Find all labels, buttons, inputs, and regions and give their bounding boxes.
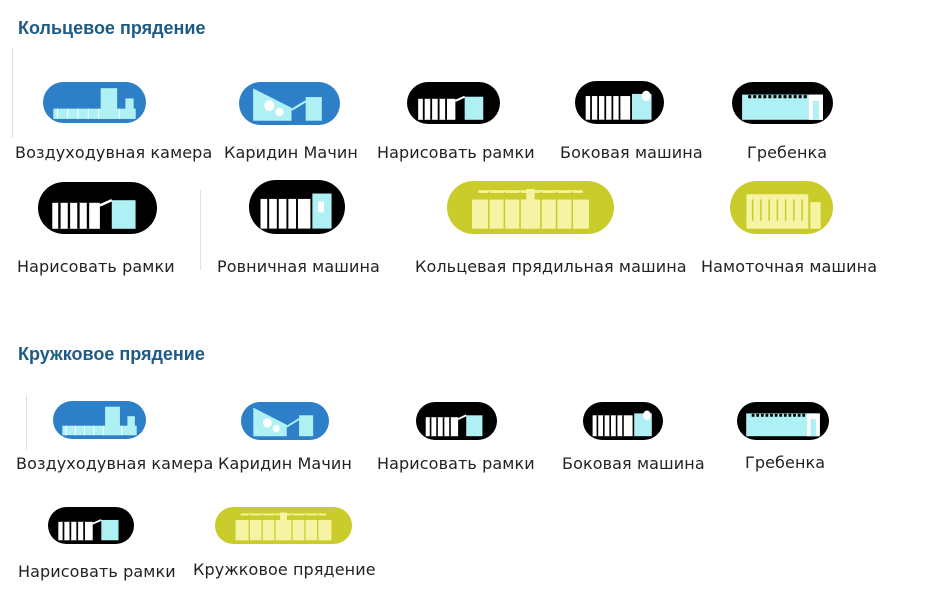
machine-label: Нарисовать рамки: [18, 562, 176, 581]
draw-frame-icon: [416, 402, 497, 440]
machine-label: Ровничная машина: [217, 257, 380, 276]
draw-frame-icon: [407, 82, 500, 124]
lap-machine-icon: [583, 402, 663, 440]
machine-label: Воздуходувная камера: [15, 143, 213, 162]
machine-label: Кружковое прядение: [193, 560, 376, 579]
comber-icon: [732, 82, 833, 124]
machine-label: Воздуходувная камера: [16, 454, 214, 473]
machine-label: Боковая машина: [560, 143, 703, 162]
machine-label: Боковая машина: [562, 454, 705, 473]
machine-label: Кольцевая прядильная машина: [415, 257, 687, 276]
divider: [26, 395, 27, 450]
section-title-compact-spinning: Кружковое прядение: [18, 344, 205, 364]
carding-machine-icon: [241, 402, 329, 440]
ring-spinning-machine-icon: [215, 507, 352, 544]
machine-label: Нарисовать рамки: [377, 454, 535, 473]
machine-label: Гребенка: [747, 143, 828, 162]
machine-label: Каридин Мачин: [218, 454, 352, 473]
machine-label: Намоточная машина: [701, 257, 878, 276]
machine-label: Нарисовать рамки: [377, 143, 535, 162]
machine-label: Гребенка: [745, 453, 826, 472]
divider: [200, 190, 201, 270]
machine-label: Нарисовать рамки: [17, 257, 175, 276]
divider: [12, 48, 13, 138]
winding-machine-icon: [730, 181, 833, 234]
machine-label: Каридин Мачин: [224, 143, 358, 162]
ring-spinning-machine-icon: [447, 181, 614, 234]
roving-machine-icon: [249, 180, 345, 234]
carding-machine-icon: [239, 82, 340, 125]
comber-icon: [737, 402, 829, 440]
section-title-ring-spinning: Кольцевое прядение: [18, 18, 206, 38]
blowing-room-icon: [43, 82, 146, 123]
draw-frame-icon: [38, 182, 157, 234]
lap-machine-icon: [575, 81, 664, 124]
draw-frame-icon: [48, 507, 134, 544]
blowing-room-icon: [53, 401, 146, 439]
